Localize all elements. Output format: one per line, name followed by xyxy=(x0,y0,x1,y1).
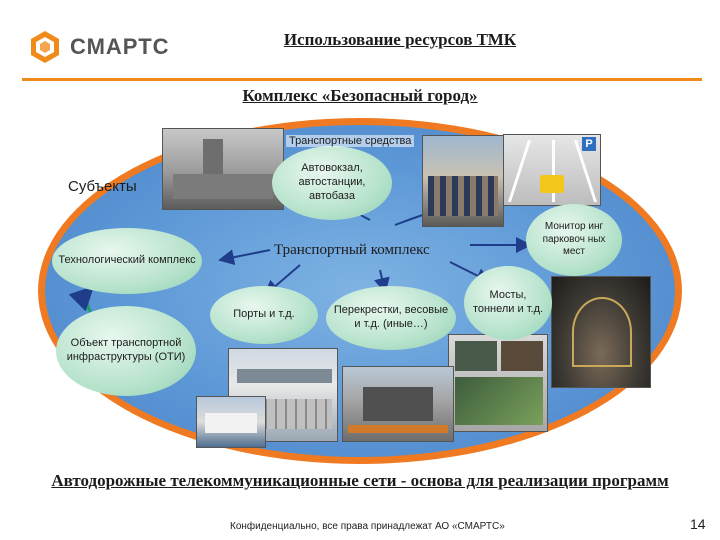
port-terminal-photo xyxy=(228,348,338,442)
truck-scale-photo xyxy=(342,366,454,442)
parking-sign-icon: P xyxy=(582,137,596,151)
page-title: Использование ресурсов ТМК xyxy=(283,30,517,49)
parking-monitoring-bubble: Монитор инг парковоч ных мест xyxy=(526,204,622,276)
ports-label: Порты и т.д. xyxy=(233,308,295,321)
ship-photo xyxy=(196,396,266,448)
crossroads-label: Перекрестки, весовые и т.д. (иные…) xyxy=(333,304,449,330)
railway-station-photo xyxy=(162,128,284,210)
transport-vehicles-label: Транспортные средства xyxy=(286,135,415,147)
confidential-notice: Конфиденциально, все права принадлежат А… xyxy=(230,521,505,532)
subjects-label: Субъекты xyxy=(68,178,137,195)
bus-station-label: Автовокзал, автостанции, автобаза xyxy=(298,162,366,202)
logo-mark-icon xyxy=(31,31,59,63)
footer-headline: Автодорожные телекоммуникационные сети -… xyxy=(51,471,669,490)
transport-complex-label: Транспортный комплекс xyxy=(274,242,430,258)
oti-object-label: Объект транспортной инфраструктуры (ОТИ) xyxy=(66,337,186,363)
technological-complex-bubble: Технологический комплекс xyxy=(52,228,202,294)
crossroads-bubble: Перекрестки, весовые и т.д. (иные…) xyxy=(326,286,456,350)
tunnel-photo xyxy=(551,276,651,388)
page-subtitle: Комплекс «Безопасный город» xyxy=(242,86,478,105)
header-divider xyxy=(22,78,702,81)
parking-photo: P xyxy=(503,134,601,206)
ports-bubble: Порты и т.д. xyxy=(210,286,318,344)
page-number: 14 xyxy=(690,516,706,532)
bus-station-bubble: Автовокзал, автостанции, автобаза xyxy=(272,146,392,220)
logo-text: СМАРТС xyxy=(70,34,170,59)
bridges-label: Мосты, тоннели и т.д. xyxy=(472,289,544,315)
bridges-bubble: Мосты, тоннели и т.д. xyxy=(464,266,552,340)
parking-monitoring-label: Монитор инг парковоч ных мест xyxy=(542,221,606,258)
oti-object-bubble: Объект транспортной инфраструктуры (ОТИ) xyxy=(56,306,196,396)
surveillance-screen-photo xyxy=(448,334,548,432)
company-logo: СМАРТС xyxy=(28,30,188,66)
bus-crowd-photo xyxy=(422,135,504,227)
technological-complex-label: Технологический комплекс xyxy=(58,254,196,267)
